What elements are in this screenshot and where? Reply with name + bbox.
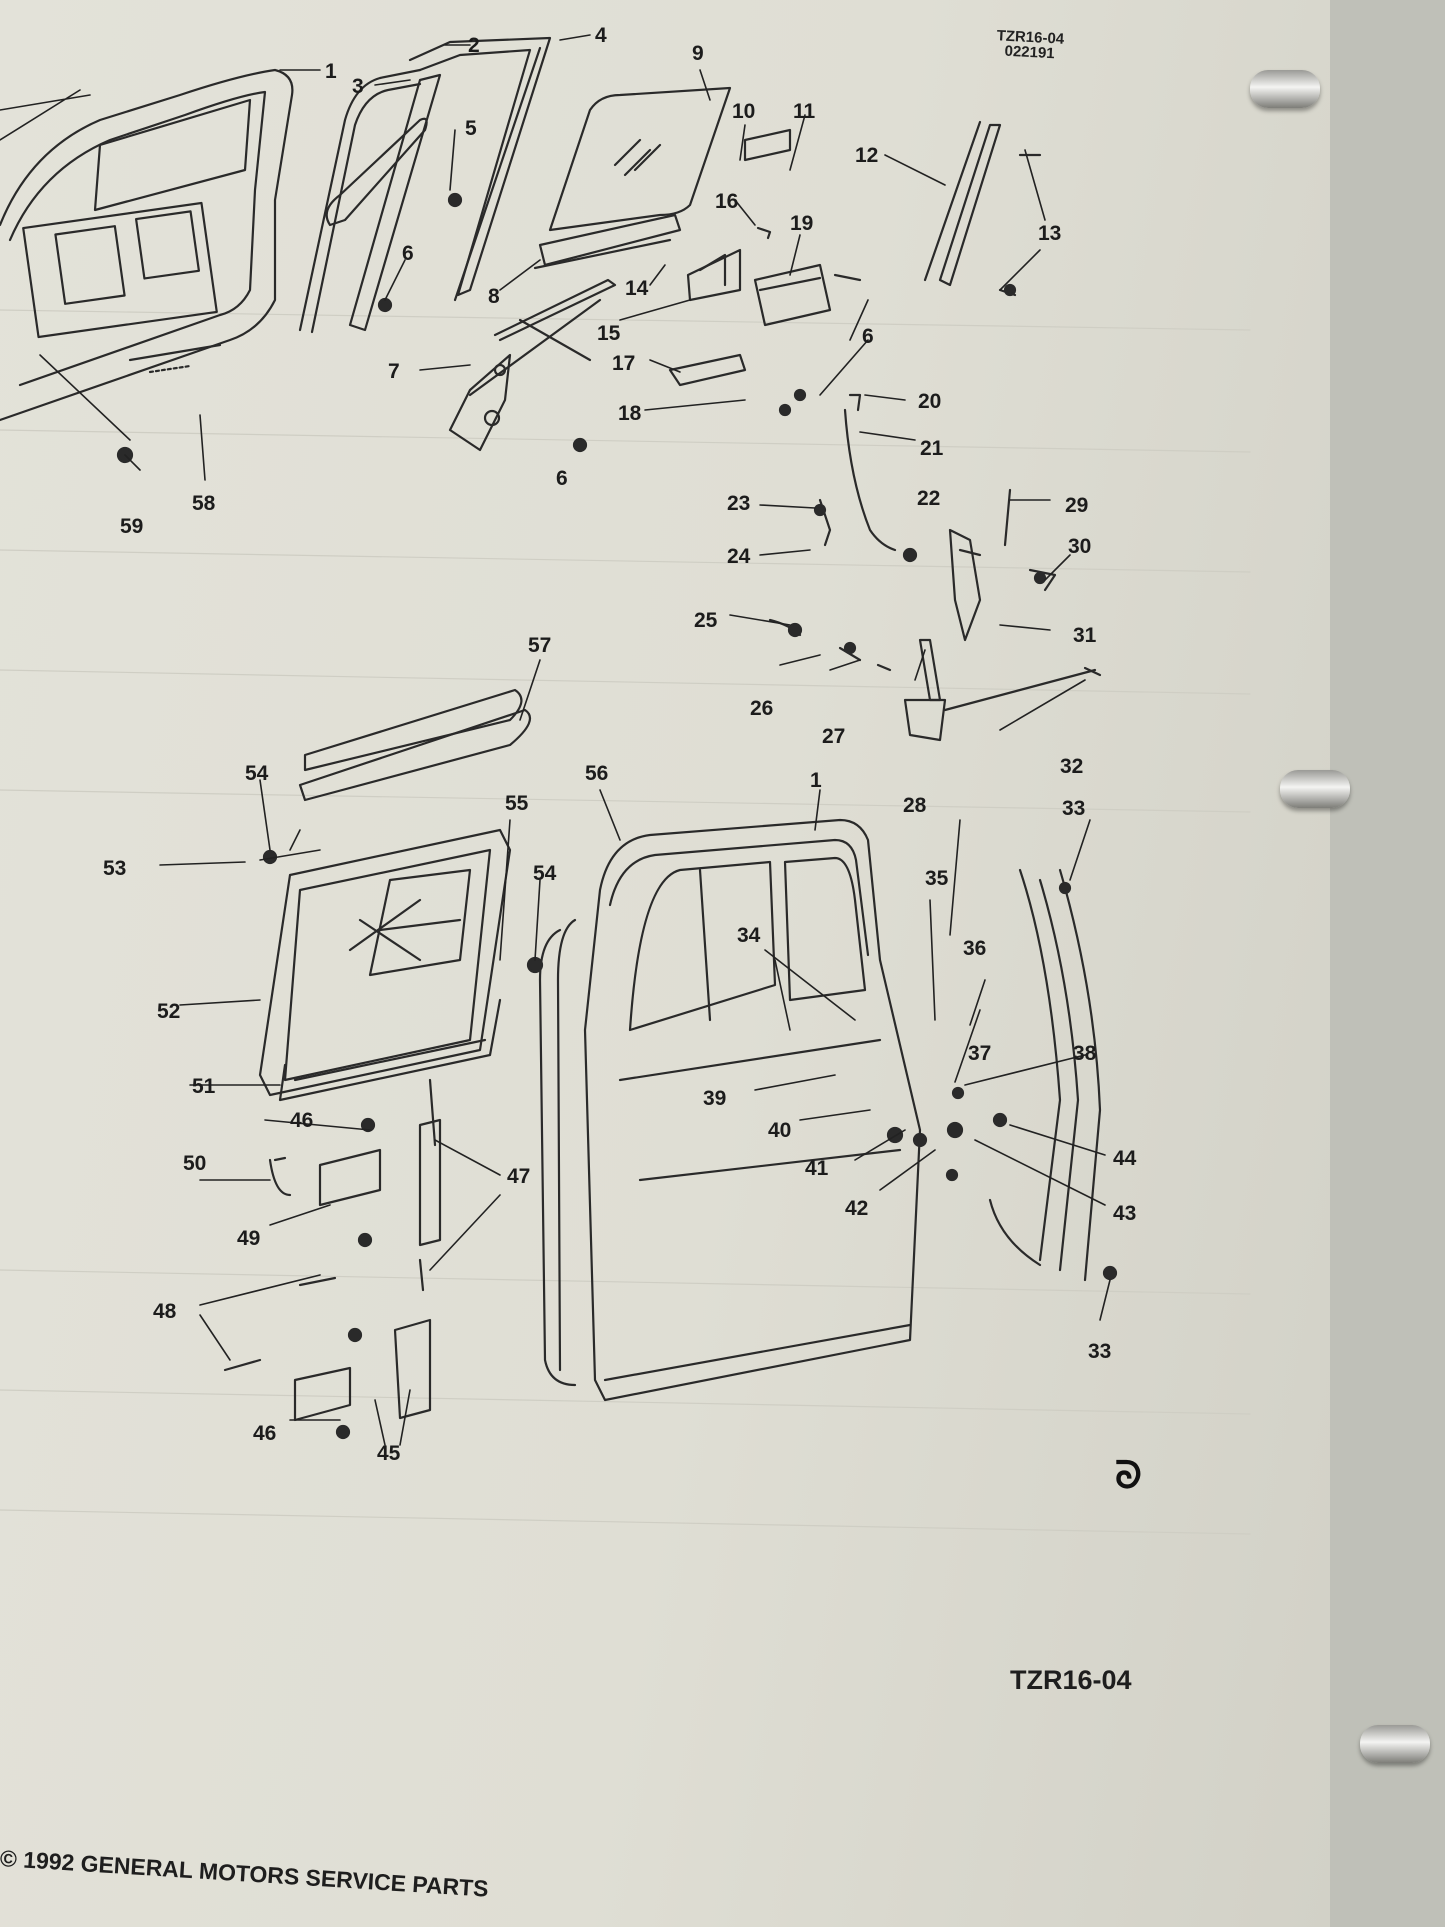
callout-6b: 6 [862,325,874,348]
paper-rule-lines [0,309,1251,1535]
callout-45: 45 [377,1442,401,1465]
weatherstrips [278,688,532,1102]
callout-6c: 6 [556,467,568,490]
callout-6a: 6 [402,242,414,265]
callout-36: 36 [963,937,986,960]
callout-51: 51 [192,1075,216,1098]
callout-33a: 33 [1062,797,1085,820]
callout-38: 38 [1073,1042,1097,1065]
window-channels [298,36,552,334]
callout-57: 57 [528,634,551,657]
callout-22: 22 [917,487,940,510]
callout-23: 23 [727,492,750,515]
callout-14: 14 [625,277,649,300]
callout-15: 15 [597,322,621,345]
callout-44: 44 [1113,1147,1137,1170]
callout-39: 39 [703,1087,726,1110]
callout-42: 42 [845,1197,868,1220]
body-pillar [988,868,1102,1282]
callout-12: 12 [855,144,878,167]
callout-27: 27 [822,725,845,748]
binder-ring-icon [1250,70,1320,108]
callout-30: 30 [1068,535,1091,558]
callout-labels: 1 2 3 4 5 6 6 6 7 8 9 10 11 12 13 14 15 … [103,24,1137,1465]
callout-8: 8 [488,285,500,308]
callout-7: 7 [388,360,400,383]
callout-40: 40 [768,1119,791,1142]
catalog-page: TZR16-04 022191 [0,0,1330,1927]
door-shell [538,818,922,1402]
callout-56: 56 [585,762,608,785]
callout-19: 19 [790,212,813,235]
callout-18: 18 [618,402,642,425]
upper-door-assembly [0,68,294,422]
binder-ring-icon [1280,770,1350,808]
callout-10: 10 [732,100,755,123]
door-trim-panel [258,828,512,1097]
door-hinges [223,1078,442,1422]
callout-11: 11 [793,100,816,123]
callout-24: 24 [727,545,751,568]
exploded-door-diagram: 1 2 3 4 5 6 6 6 7 8 9 10 11 12 13 14 15 … [0,24,1251,1535]
callout-53: 53 [103,857,126,880]
callout-54a: 54 [245,762,269,785]
callout-59: 59 [120,515,143,538]
callout-1b: 1 [810,769,822,792]
callout-4: 4 [595,24,607,47]
callout-41: 41 [805,1157,829,1180]
callout-52: 52 [157,1000,180,1023]
callout-16: 16 [715,190,738,213]
callout-48: 48 [153,1300,177,1323]
callout-9: 9 [692,42,704,65]
callout-5: 5 [465,117,477,140]
callout-43: 43 [1113,1202,1136,1225]
callout-28: 28 [903,794,927,817]
callout-54b: 54 [533,862,557,885]
callout-13: 13 [1038,222,1061,245]
callout-26: 26 [750,697,773,720]
window-regulator [448,278,617,452]
callout-35: 35 [925,867,949,890]
callout-46a: 46 [290,1109,313,1132]
callout-29: 29 [1065,494,1088,517]
callout-49: 49 [237,1227,260,1250]
hardware-dots [116,192,1118,1440]
callout-34: 34 [737,924,761,947]
footer-code: TZR16-04 [1010,1665,1132,1695]
callout-33b: 33 [1088,1340,1111,1363]
callout-21: 21 [920,437,944,460]
callout-1a: 1 [325,60,337,83]
callout-31: 31 [1073,624,1097,647]
callout-17: 17 [612,352,635,375]
callout-25: 25 [694,609,718,632]
upper-hardware [668,120,1102,742]
callout-55: 55 [505,792,529,815]
callout-20: 20 [918,390,941,413]
binder-edge [1250,0,1445,1927]
callout-3: 3 [352,75,364,98]
gm-service-parts-logo-icon: ᘐ [1115,1455,1142,1497]
callout-58: 58 [192,492,216,515]
callout-47: 47 [507,1165,530,1188]
binder-ring-icon [1360,1725,1430,1763]
door-glass [533,86,732,270]
leader-lines [0,34,1111,1446]
callout-32: 32 [1060,755,1083,778]
callout-50: 50 [183,1152,206,1175]
callout-46b: 46 [253,1422,276,1445]
callout-2: 2 [468,34,480,57]
callout-37: 37 [968,1042,991,1065]
